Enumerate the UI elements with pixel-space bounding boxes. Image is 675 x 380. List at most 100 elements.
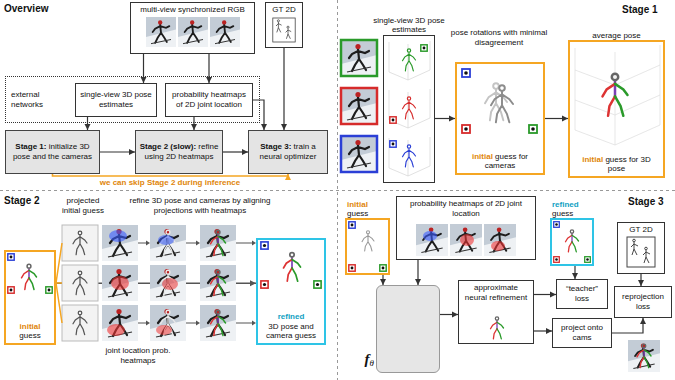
guess-box: refinedguess [550, 218, 594, 266]
node-body: multi-view synchronized RGB [134, 5, 251, 15]
node-heading: refinedguess [552, 200, 579, 219]
connector [534, 292, 556, 298]
connector [253, 100, 267, 130]
node-text: f [365, 351, 370, 367]
refinement-row [211, 310, 226, 335]
stage2-initial-guess [22, 264, 37, 289]
stage3-heatmaps [491, 241, 505, 251]
stage2-refined-guess [261, 242, 268, 249]
refinement-row [150, 265, 186, 301]
connector [440, 312, 458, 318]
refinement-row [162, 278, 178, 290]
stage1-views [341, 40, 377, 76]
refinement-row [200, 265, 236, 301]
node-body: external networks [11, 90, 69, 109]
node-body: GT 2D [269, 5, 299, 15]
refinement-row [107, 324, 125, 336]
stage1-views [341, 136, 377, 172]
stage3-heatmaps [450, 224, 482, 256]
average-pose-plot [603, 74, 628, 116]
node-text: external networks [11, 90, 69, 109]
projection-image [628, 340, 660, 372]
edge-label: we can skip Stage 2 during inference [98, 178, 243, 188]
single-view-plots [421, 45, 427, 51]
stage1-views [341, 88, 377, 124]
section-title: Overview [4, 3, 48, 15]
projection-image [628, 340, 660, 372]
single-view-plots [389, 89, 430, 128]
node-text: initial [582, 155, 603, 164]
stage3-refined-guess [566, 230, 579, 252]
refinement-row [62, 305, 236, 341]
stage3-heatmaps [460, 234, 474, 246]
node-body: probability heatmaps of 2D joint locatio… [400, 199, 532, 218]
node-text: 3D pose and camera guess [261, 322, 321, 341]
connector [223, 149, 248, 155]
camera-guess [462, 69, 470, 77]
refinement-row [62, 265, 98, 301]
connector-line [53, 174, 289, 176]
row-arrows [146, 321, 150, 326]
row-arrows [56, 243, 62, 323]
guess-box: initialguess for cameras [455, 62, 545, 175]
refinement-row [200, 305, 236, 341]
stage3-initial-guess [349, 222, 355, 228]
refinement-row [102, 305, 138, 341]
stage-box: Stage 1:initialize 3D pose and the camer… [5, 130, 100, 174]
single-view-plots [389, 89, 430, 128]
stage1-views [341, 40, 377, 76]
approx-refinement-pose [491, 317, 504, 339]
node-text: refined [552, 200, 579, 210]
arrowhead [285, 174, 291, 180]
stage2-initial-guess [46, 287, 52, 293]
node-text: guess [9, 331, 51, 341]
average-pose-plot [575, 45, 660, 145]
node-body: initialguess for 3D pose [573, 155, 660, 174]
stage2-initial-guess [8, 254, 14, 260]
single-view-plots [389, 137, 430, 176]
node-body: initialguess [9, 322, 51, 341]
connector [612, 318, 646, 333]
node-text: multi-view synchronized RGB [134, 5, 251, 15]
camera-guess [462, 125, 470, 133]
single-view-plots [389, 41, 430, 80]
gt-sheet [627, 237, 655, 267]
network-box: fθ [376, 285, 440, 373]
camera-guess [462, 69, 537, 133]
node-text: GT 2D [269, 5, 299, 15]
node-text: initial [9, 322, 51, 332]
single-view-plots [403, 145, 416, 167]
single-view-plots [403, 97, 416, 119]
refinement-row [102, 265, 138, 301]
node-body: initialguess for cameras [460, 152, 540, 171]
connector [638, 274, 644, 286]
refinement-row [156, 325, 172, 335]
connector [281, 48, 287, 130]
row-arrows [138, 243, 253, 323]
node-text: single-view 3D pose estimates [373, 16, 445, 35]
refinement-row [102, 225, 138, 261]
connector [572, 266, 578, 279]
refinement-row [211, 270, 226, 295]
stage2-refined-guess [284, 253, 301, 282]
stage1-views [341, 136, 377, 172]
stage2-initial-guess [8, 254, 52, 293]
overview-images [146, 17, 295, 47]
stage3-refined-guess [554, 222, 560, 228]
node-body: single-view 3D pose estimates [79, 90, 153, 109]
node-text: guess [347, 209, 368, 219]
node-heading: fθ [365, 350, 374, 369]
node-heading: average pose [568, 31, 665, 41]
node-text: Stage 1: [15, 142, 46, 151]
overview-images [273, 18, 295, 42]
node-text: GT 2D [621, 225, 661, 235]
node-text: average pose [568, 31, 665, 41]
node-body: Stage 3:train a neural optimizer [252, 142, 324, 161]
connector-line [612, 318, 643, 333]
node-body: Stage 2 (slow):refine using 2D heatmaps [139, 142, 219, 161]
refinement-row [62, 265, 236, 301]
camera-guess [491, 85, 513, 122]
node-text: refined [261, 312, 321, 322]
refinement-row [62, 225, 98, 261]
arrowhead [640, 318, 646, 324]
